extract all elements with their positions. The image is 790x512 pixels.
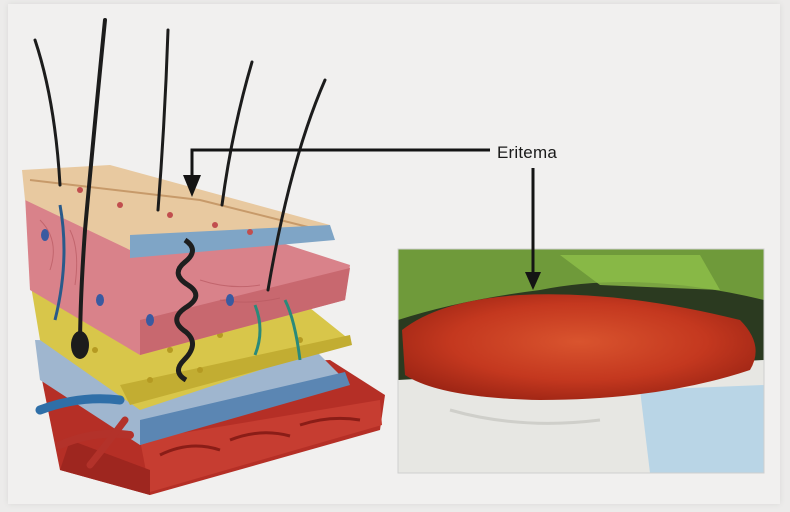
callout-line-to-skin [192, 150, 490, 178]
callout-label-eritema: Eritema [497, 143, 557, 163]
arrowhead-photo [525, 272, 541, 290]
arrowhead-skin [183, 175, 201, 197]
